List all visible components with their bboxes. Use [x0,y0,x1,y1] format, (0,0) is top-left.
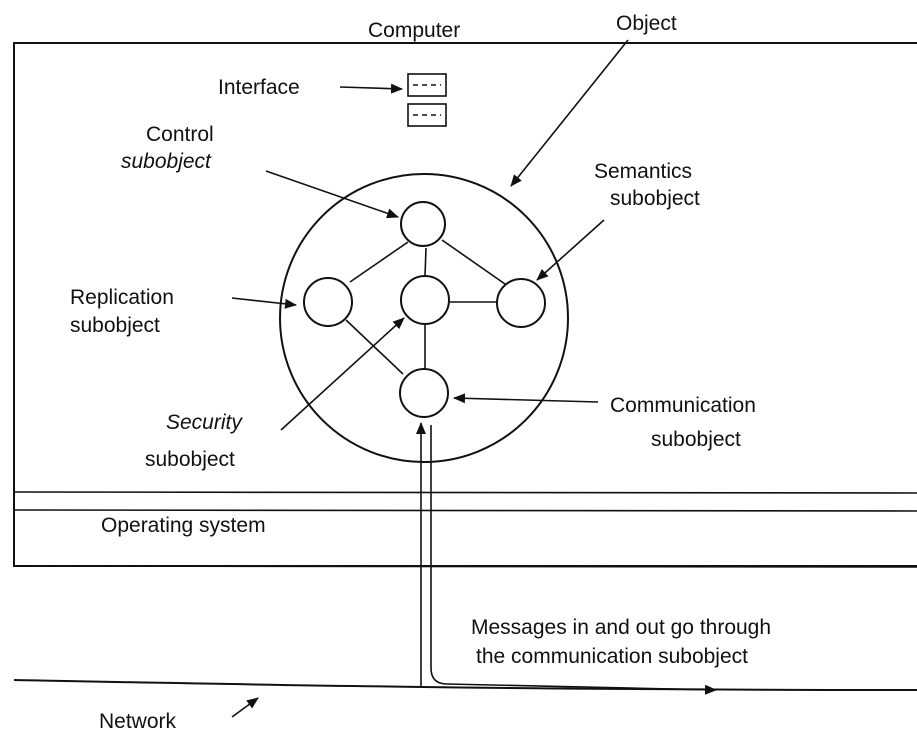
security-arrow [280,317,405,431]
object-label: Object [616,12,677,35]
replication-arrow [231,297,297,309]
semantics-subobject [496,278,546,328]
communication-subobject [399,368,449,418]
replication-label: Replication [70,286,174,309]
network-label: Network [99,710,177,733]
operating-system-label: Operating system [101,514,266,537]
messages-label-sub: the communication subobject [476,645,748,668]
control-subobject [400,201,446,247]
network-arrow [231,697,259,718]
control-label-sub: subobject [121,150,212,173]
semantics-label: Semantics [594,160,692,183]
replication-label-sub: subobject [70,314,160,337]
communication-label-sub: subobject [651,428,741,451]
semantics-arrow [536,219,605,281]
security-subobject [400,275,450,325]
os-band-mid [13,509,917,512]
messages-label: Messages in and out go through [471,616,771,639]
semantics-label-sub: subobject [610,187,700,210]
replication-subobject [303,277,353,327]
communication-label: Communication [610,394,756,417]
computer-label: Computer [368,19,460,42]
object-circle [279,173,569,463]
message-out-arrow [430,425,717,695]
control-label: Control [146,123,214,146]
subobject-links [345,239,506,375]
interface-label: Interface [218,76,300,99]
network-line [13,679,917,691]
interface-icon [407,73,447,127]
security-label-sub: subobject [145,448,235,471]
os-band-top [13,491,917,494]
control-arrow [265,170,399,219]
security-label: Security [166,411,243,434]
interface-arrow [339,83,403,94]
communication-arrow [453,393,599,404]
os-band-bottom [13,565,917,568]
object-arrow [510,39,629,187]
